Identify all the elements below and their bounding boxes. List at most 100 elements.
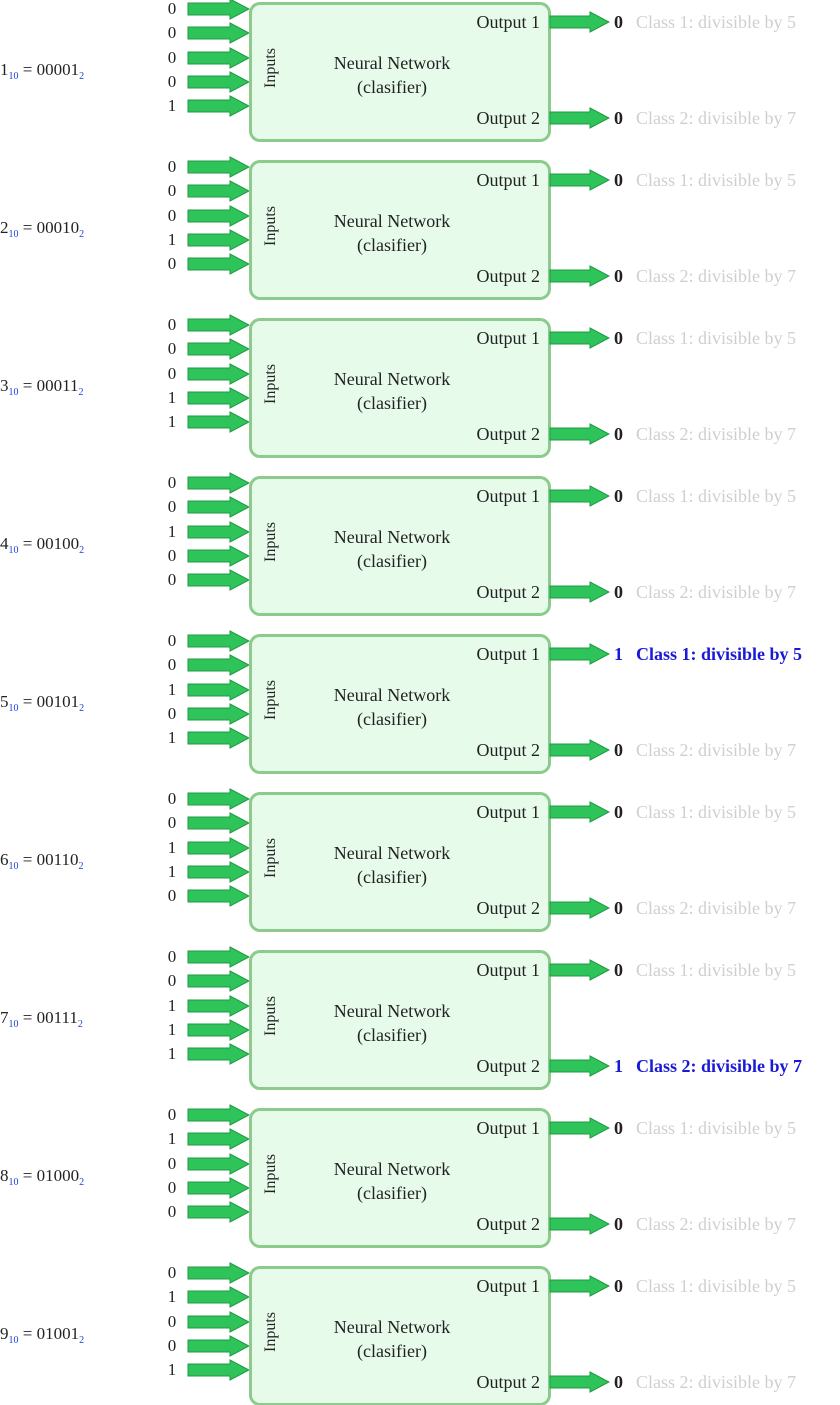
input-arrow bbox=[186, 253, 251, 275]
input-bit: 1 bbox=[167, 838, 177, 857]
binary-base: 2 bbox=[79, 1335, 85, 1346]
neural-network-box bbox=[249, 2, 551, 142]
output-1-label: Output 1 bbox=[476, 328, 540, 348]
input-arrow-icon bbox=[187, 411, 251, 433]
input-arrow bbox=[186, 569, 251, 591]
decimal-value: 4 bbox=[0, 534, 9, 553]
decimal-value: 8 bbox=[0, 1166, 9, 1185]
input-bit: 0 bbox=[167, 339, 177, 358]
decimal-value: 2 bbox=[0, 218, 9, 237]
input-arrow-icon bbox=[187, 788, 251, 810]
output-arrow-icon bbox=[549, 643, 611, 665]
equals-sign: = bbox=[18, 534, 37, 553]
binary-value: 00001 bbox=[36, 60, 80, 79]
number-label: 410 = 001002 bbox=[0, 534, 84, 556]
input-arrow-icon bbox=[187, 156, 251, 178]
input-arrow-icon bbox=[187, 1104, 251, 1126]
output-2-arrow bbox=[548, 581, 611, 603]
nn-title-line2: (clasifier) bbox=[357, 1025, 427, 1045]
input-arrow-icon bbox=[187, 253, 251, 275]
nn-title-line2: (clasifier) bbox=[357, 235, 427, 255]
output-2-value: 0 bbox=[614, 582, 623, 602]
output-1-class-label: Class 1: divisible by 5 bbox=[636, 960, 797, 980]
binary-base: 2 bbox=[77, 1019, 83, 1030]
output-1-label: Output 1 bbox=[476, 12, 540, 32]
output-2-label: Output 2 bbox=[476, 424, 540, 444]
inputs-label: Inputs bbox=[262, 680, 279, 720]
input-arrow-icon bbox=[187, 654, 251, 676]
decimal-base: 10 bbox=[8, 71, 19, 82]
input-bit: 0 bbox=[167, 704, 177, 723]
input-arrow bbox=[186, 1286, 251, 1308]
binary-base: 2 bbox=[79, 703, 85, 714]
output-1-class-label: Class 1: divisible by 5 bbox=[636, 1276, 797, 1296]
input-arrow-icon bbox=[187, 1177, 251, 1199]
input-arrow-icon bbox=[187, 1311, 251, 1333]
input-bit: 0 bbox=[167, 497, 177, 516]
input-arrow bbox=[186, 411, 251, 433]
output-arrow-icon bbox=[549, 581, 611, 603]
output-2-arrow bbox=[548, 1371, 611, 1393]
number-label: 610 = 001102 bbox=[0, 850, 83, 872]
output-2-class-label: Class 2: divisible by 7 bbox=[636, 1056, 803, 1076]
input-arrow bbox=[186, 861, 251, 883]
output-1-label: Output 1 bbox=[476, 1118, 540, 1138]
output-1-class-label: Class 1: divisible by 5 bbox=[636, 802, 797, 822]
input-bit: 0 bbox=[167, 23, 177, 42]
output-1-arrow bbox=[548, 801, 611, 823]
input-bit: 1 bbox=[167, 522, 177, 541]
input-bit: 0 bbox=[167, 1336, 177, 1355]
output-2-value: 0 bbox=[614, 1214, 623, 1234]
equals-sign: = bbox=[18, 692, 37, 711]
input-arrow bbox=[186, 1128, 251, 1150]
input-bit: 0 bbox=[167, 181, 177, 200]
input-arrow-icon bbox=[187, 1153, 251, 1175]
input-arrow bbox=[186, 1359, 251, 1381]
neural-network-box bbox=[249, 1108, 551, 1248]
input-arrow bbox=[186, 387, 251, 409]
decimal-base: 10 bbox=[8, 1019, 19, 1030]
output-1-value: 1 bbox=[614, 644, 623, 664]
input-bit: 0 bbox=[167, 72, 177, 91]
input-arrow bbox=[186, 205, 251, 227]
output-arrow-icon bbox=[549, 169, 611, 191]
input-arrow bbox=[186, 788, 251, 810]
output-1-label: Output 1 bbox=[476, 960, 540, 980]
inputs-label: Inputs bbox=[262, 206, 279, 246]
input-bit: 0 bbox=[167, 157, 177, 176]
input-bit: 0 bbox=[167, 1312, 177, 1331]
nn-title-line1: Neural Network bbox=[333, 1317, 451, 1337]
number-label: 310 = 000112 bbox=[0, 376, 83, 398]
input-arrow-icon bbox=[187, 946, 251, 968]
decimal-base: 10 bbox=[8, 545, 19, 556]
output-2-arrow bbox=[548, 107, 611, 129]
input-bit: 0 bbox=[167, 315, 177, 334]
output-2-arrow bbox=[548, 423, 611, 445]
output-2-value: 0 bbox=[614, 740, 623, 760]
input-bit: 0 bbox=[167, 0, 177, 18]
input-bit: 0 bbox=[167, 813, 177, 832]
output-2-class-label: Class 2: divisible by 7 bbox=[636, 108, 797, 128]
nn-title-line2: (clasifier) bbox=[357, 551, 427, 571]
input-arrow bbox=[186, 1201, 251, 1223]
inputs-label: Inputs bbox=[262, 838, 279, 878]
neural-network-box bbox=[249, 634, 551, 774]
output-arrow-icon bbox=[549, 801, 611, 823]
output-2-label: Output 2 bbox=[476, 108, 540, 128]
input-arrow bbox=[186, 47, 251, 69]
output-arrow-icon bbox=[549, 959, 611, 981]
input-bit: 1 bbox=[167, 1287, 177, 1306]
input-arrow-icon bbox=[187, 314, 251, 336]
output-2-label: Output 2 bbox=[476, 898, 540, 918]
output-2-arrow bbox=[548, 739, 611, 761]
output-1-class-label: Class 1: divisible by 5 bbox=[636, 12, 797, 32]
input-bit: 0 bbox=[167, 789, 177, 808]
equals-sign: = bbox=[18, 850, 37, 869]
output-1-arrow bbox=[548, 643, 611, 665]
binary-value: 00110 bbox=[36, 850, 79, 869]
neural-network-box bbox=[249, 160, 551, 300]
